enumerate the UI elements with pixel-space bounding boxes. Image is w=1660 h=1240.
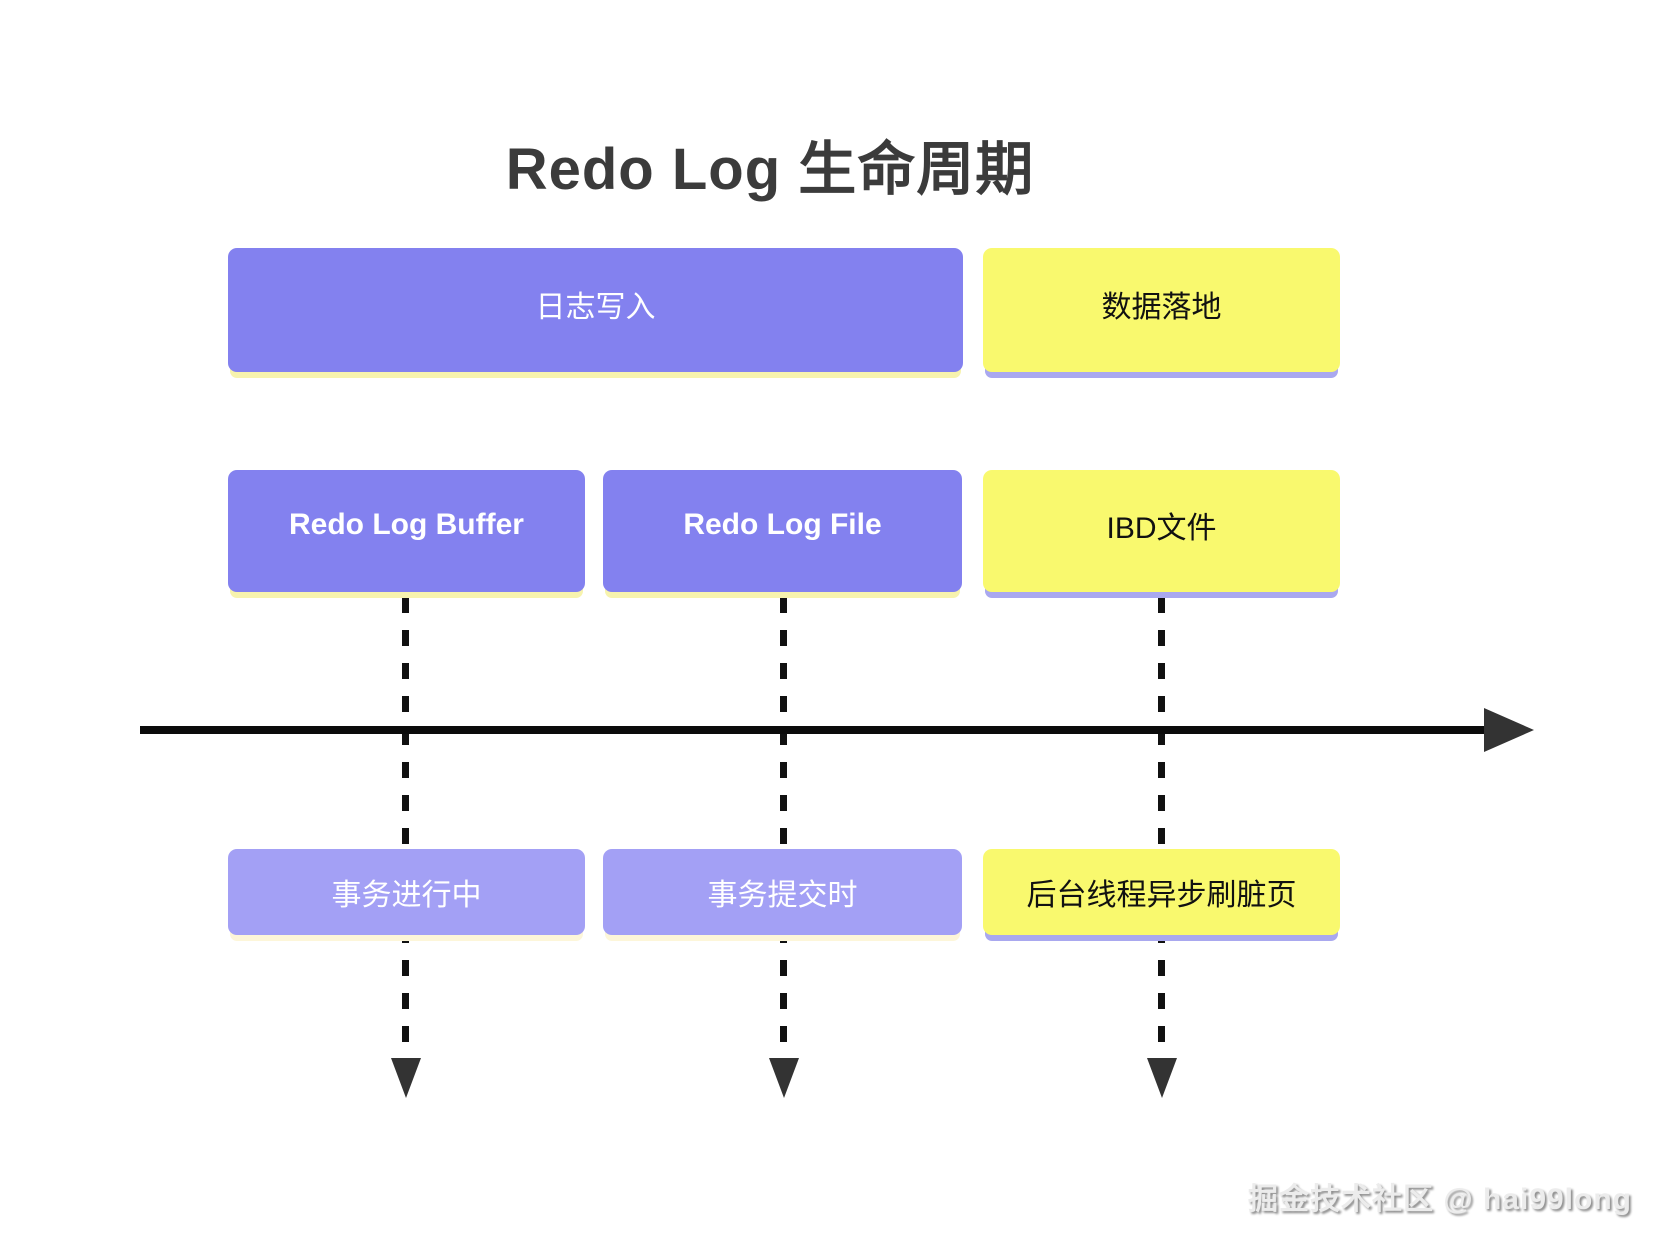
box-log-write-label: 日志写入 [535,291,656,324]
box-bg-flush-label: 后台线程异步刷脏页 [1026,879,1297,912]
box-data-landing: 数据落地 [983,248,1340,372]
box-txn-commit-label: 事务提交时 [707,879,858,912]
box-txn-commit: 事务提交时 [603,849,962,935]
down-arrowhead-icon [769,1058,799,1098]
box-redo-log-file: Redo Log File [603,470,962,592]
box-data-landing-label: 数据落地 [1101,291,1222,324]
page-title: Redo Log 生命周期 [505,137,1035,202]
timeline-axis [140,726,1488,734]
box-bg-flush: 后台线程异步刷脏页 [983,849,1340,935]
watermark: 掘金技术社区 @ hai99long [1248,1183,1632,1216]
down-arrowhead-icon [1147,1058,1177,1098]
down-arrowhead-icon [391,1058,421,1098]
box-redo-log-buffer-label: Redo Log Buffer [289,508,524,541]
dashed-connector-ibd [1158,597,1165,1055]
box-redo-log-file-label: Redo Log File [683,508,882,541]
box-ibd-file-label: IBD文件 [1106,512,1217,545]
right-arrowhead-icon [1484,708,1534,752]
dashed-connector-buffer [402,597,409,1055]
box-txn-in-progress: 事务进行中 [228,849,585,935]
box-redo-log-buffer: Redo Log Buffer [228,470,585,592]
box-ibd-file: IBD文件 [983,470,1340,592]
dashed-connector-file [780,597,787,1055]
box-txn-in-progress-label: 事务进行中 [331,879,482,912]
box-log-write: 日志写入 [228,248,963,372]
